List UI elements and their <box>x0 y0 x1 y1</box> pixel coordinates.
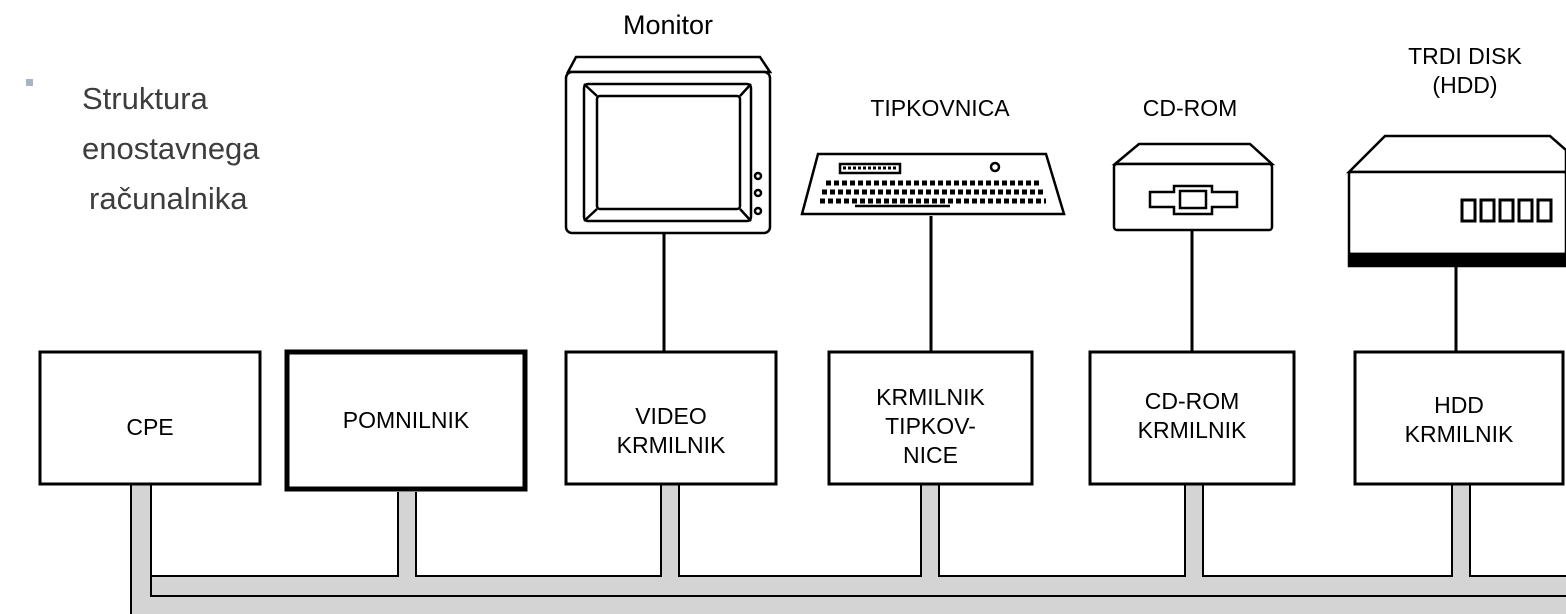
hdd-label-line-2: (HDD) <box>1432 72 1498 98</box>
bus-connectors <box>130 484 1566 614</box>
keyboard-controller-label: KRMILNIK TIPKOV- NICE <box>876 383 985 468</box>
cdrom-controller-label: CD-ROM KRMILNIK <box>1137 388 1247 443</box>
hdd-icon <box>1345 134 1566 268</box>
bullet-text: Struktura enostavnega računalnika <box>82 74 342 224</box>
hdd-label-line-1: TRDI DISK <box>1408 43 1522 69</box>
bullet-line-1: Struktura enostavnega <box>82 81 260 166</box>
keyboard-controller-box <box>827 350 1034 486</box>
cdrom-controller-box <box>1088 350 1296 486</box>
cpe-box <box>38 350 262 486</box>
memory-box <box>284 349 528 492</box>
memory-box-label: POMNILNIK <box>342 407 470 433</box>
video-controller-box <box>564 350 778 486</box>
keyboard-icon <box>800 152 1066 216</box>
bullet-marker <box>26 79 33 86</box>
cdrom-icon <box>1111 142 1276 232</box>
cdrom-label: CD-ROM <box>1142 95 1238 121</box>
keyboard-label: TIPKOVNICA <box>870 95 1010 121</box>
hdd-controller-label: HDD KRMILNIK <box>1404 392 1514 447</box>
cpe-box-label: CPE <box>126 413 174 440</box>
monitor-label: Monitor <box>622 10 714 40</box>
hdd-controller-box <box>1353 350 1565 486</box>
monitor-icon <box>564 55 773 235</box>
video-controller-label: VIDEO KRMILNIK <box>616 403 726 458</box>
bullet-line-2: računalnika <box>89 181 248 216</box>
